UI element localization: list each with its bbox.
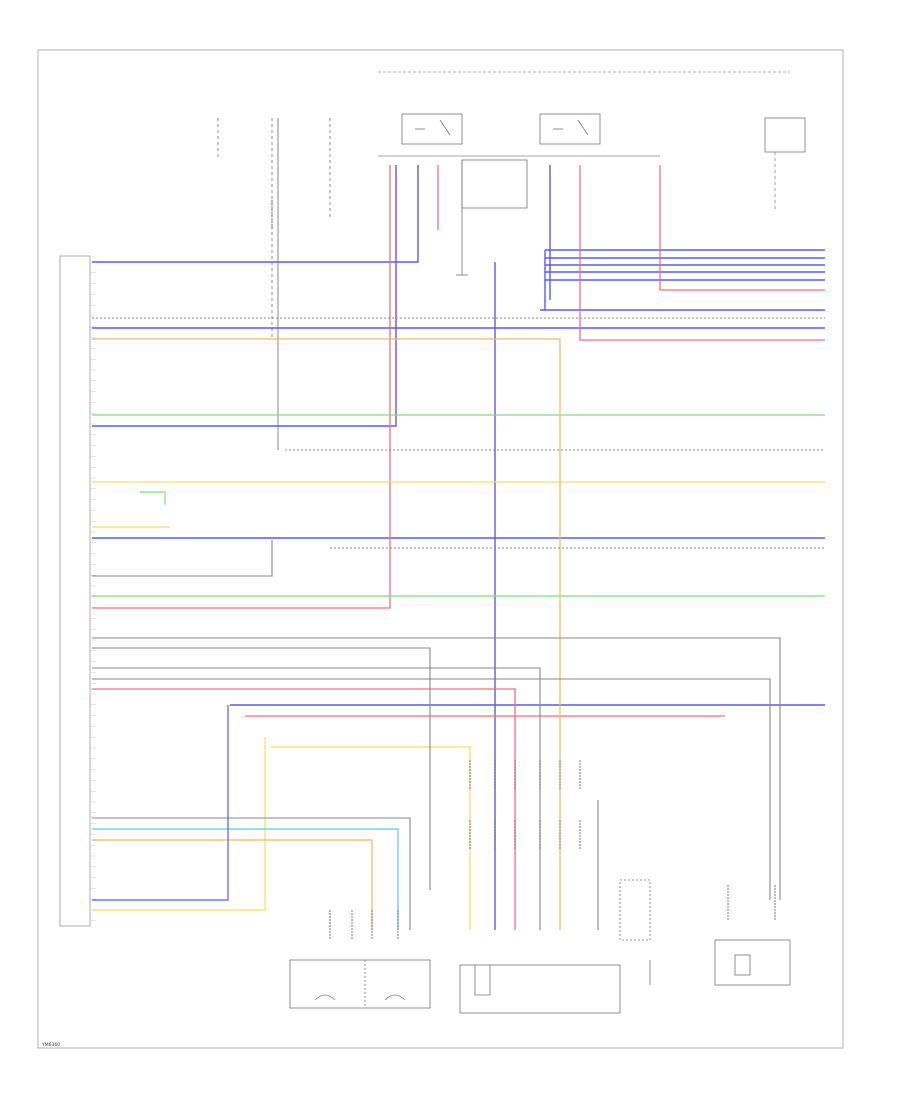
wire-group-gray: [92, 317, 825, 930]
relay-box-2: [539, 113, 601, 145]
main-module-connector: [59, 255, 91, 927]
bottom-switch: [619, 879, 651, 985]
connector-pins: [90, 261, 96, 922]
bottom-sensor-left: [289, 959, 431, 1009]
wire-group-blue-lower: [92, 705, 229, 901]
diagram-frame: [37, 49, 844, 1049]
bottom-sensor-right: [714, 939, 791, 986]
footer-code: YM6360: [41, 1042, 60, 1048]
module-box-top-right: [764, 117, 806, 153]
wire-group-red: [92, 165, 825, 930]
wire-group-orange: [92, 338, 561, 930]
wire-group-green: [92, 414, 825, 597]
junction-box: [461, 159, 528, 209]
wire-group-yellow: [92, 481, 825, 930]
wire-group-lightblue: [92, 828, 399, 930]
relay-box-1: [401, 113, 463, 145]
connector-breaks: [271, 200, 776, 940]
bottom-sensor-mid: [459, 964, 621, 1014]
top-fuse-drops: [217, 118, 331, 450]
